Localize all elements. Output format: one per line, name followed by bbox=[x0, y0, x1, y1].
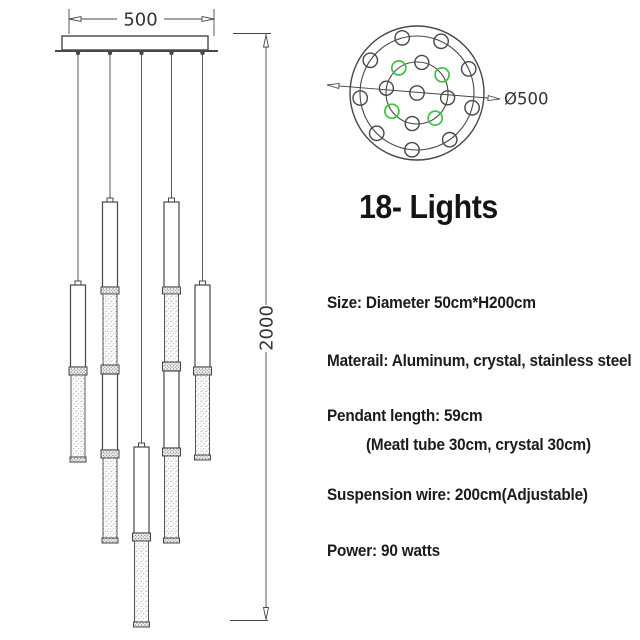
spec-line: (Meatl tube 30cm, crystal 30cm) bbox=[366, 435, 591, 454]
spec-line: Materail: Aluminum, crystal, stainless s… bbox=[327, 351, 632, 370]
pendant-cap bbox=[74, 280, 82, 286]
page-title: 18- Lights bbox=[359, 188, 498, 225]
pendant-crystal bbox=[164, 455, 179, 539]
pendant-cap bbox=[106, 197, 114, 203]
dimension-width: 500 bbox=[68, 9, 215, 36]
wire-attachment-dot bbox=[200, 50, 205, 56]
pendant-end bbox=[101, 537, 119, 544]
pendant-end bbox=[194, 454, 211, 461]
light-circle bbox=[460, 61, 477, 77]
arrow-icon bbox=[263, 34, 269, 48]
dimension-height: 2000 bbox=[230, 33, 278, 621]
pendants bbox=[68, 197, 212, 628]
width-dimension-label: 500 bbox=[123, 10, 157, 31]
dimension-diameter: Ø500 bbox=[326, 82, 548, 109]
outer-light-ring bbox=[359, 35, 475, 151]
outer-rim-circle bbox=[349, 25, 485, 161]
pendant-cap bbox=[138, 442, 145, 448]
pendant-band bbox=[68, 366, 88, 376]
diameter-line bbox=[326, 84, 501, 100]
arrow-icon bbox=[263, 607, 269, 620]
ceiling-plate bbox=[61, 35, 209, 51]
pendant-crystal bbox=[195, 374, 210, 456]
pendant-band bbox=[100, 449, 120, 459]
wire-attachment-dot bbox=[107, 50, 113, 56]
light-circle-green bbox=[390, 60, 407, 76]
pendant-band bbox=[162, 447, 181, 457]
light-circle bbox=[414, 54, 430, 71]
pendant-end bbox=[133, 621, 150, 628]
pendant-crystal bbox=[70, 374, 86, 458]
arrow-icon bbox=[201, 16, 215, 22]
pendant-band bbox=[193, 366, 212, 376]
light-circle-green bbox=[434, 66, 450, 83]
light-circle-green bbox=[427, 110, 444, 126]
pendant-tube bbox=[101, 373, 119, 451]
pendant-end bbox=[69, 456, 87, 463]
pendant-end bbox=[163, 537, 180, 544]
arrow-icon bbox=[68, 16, 82, 22]
pendant-tube bbox=[101, 201, 119, 288]
light-circle bbox=[441, 131, 458, 148]
pendant-band bbox=[100, 286, 120, 295]
pendant-tube bbox=[69, 284, 87, 368]
pendant-tube bbox=[194, 284, 211, 368]
pendant-crystal bbox=[164, 293, 179, 363]
arrow-icon bbox=[487, 95, 501, 102]
pendant-band bbox=[162, 286, 181, 295]
wire-attachment-dot bbox=[139, 50, 144, 56]
pendant-cap bbox=[168, 197, 175, 203]
diameter-dimension-label: Ø500 bbox=[504, 90, 548, 109]
pendant bbox=[132, 442, 151, 628]
spec-line: Pendant length: 59cm bbox=[327, 406, 483, 425]
light-positions bbox=[352, 30, 480, 158]
wire-attachment-dot bbox=[75, 50, 81, 56]
spec-line: Power: 90 watts bbox=[327, 541, 440, 560]
wire-attachment-dot bbox=[169, 50, 174, 56]
light-circle bbox=[464, 99, 480, 116]
pendant-crystal bbox=[102, 457, 118, 539]
light-circle bbox=[362, 52, 379, 69]
light-circle-green bbox=[384, 103, 400, 120]
pendant bbox=[100, 197, 120, 544]
pendant bbox=[162, 197, 181, 544]
light-circle bbox=[394, 30, 411, 46]
light-circle bbox=[404, 141, 420, 158]
top-view: Ø500 bbox=[326, 25, 548, 161]
inner-light-ring bbox=[385, 61, 449, 125]
light-circle bbox=[352, 90, 369, 106]
pendant-tube bbox=[163, 370, 180, 449]
pendant bbox=[193, 280, 212, 461]
pendant-tube bbox=[133, 446, 150, 534]
spec-line: Size: Diameter 50cm*H200cm bbox=[327, 293, 536, 312]
front-view: 500 2000 bbox=[55, 9, 278, 628]
light-circle bbox=[439, 90, 456, 106]
suspension-wires bbox=[75, 50, 205, 443]
spec-line: Suspension wire: 200cm(Adjustable) bbox=[327, 485, 588, 504]
pendant-band bbox=[162, 361, 181, 372]
arrow-icon bbox=[326, 82, 340, 89]
pendant-crystal bbox=[102, 293, 118, 366]
pendant-cap bbox=[199, 280, 206, 286]
pendant-band bbox=[132, 532, 151, 542]
pendant bbox=[68, 280, 88, 463]
pendant-tube bbox=[163, 201, 180, 288]
pendant-crystal bbox=[134, 540, 149, 623]
light-circle bbox=[404, 115, 420, 132]
light-circle bbox=[368, 125, 385, 142]
light-circle bbox=[378, 80, 395, 96]
height-dimension-label: 2000 bbox=[257, 305, 278, 351]
light-circle bbox=[433, 33, 449, 50]
pendant-band bbox=[100, 364, 120, 375]
